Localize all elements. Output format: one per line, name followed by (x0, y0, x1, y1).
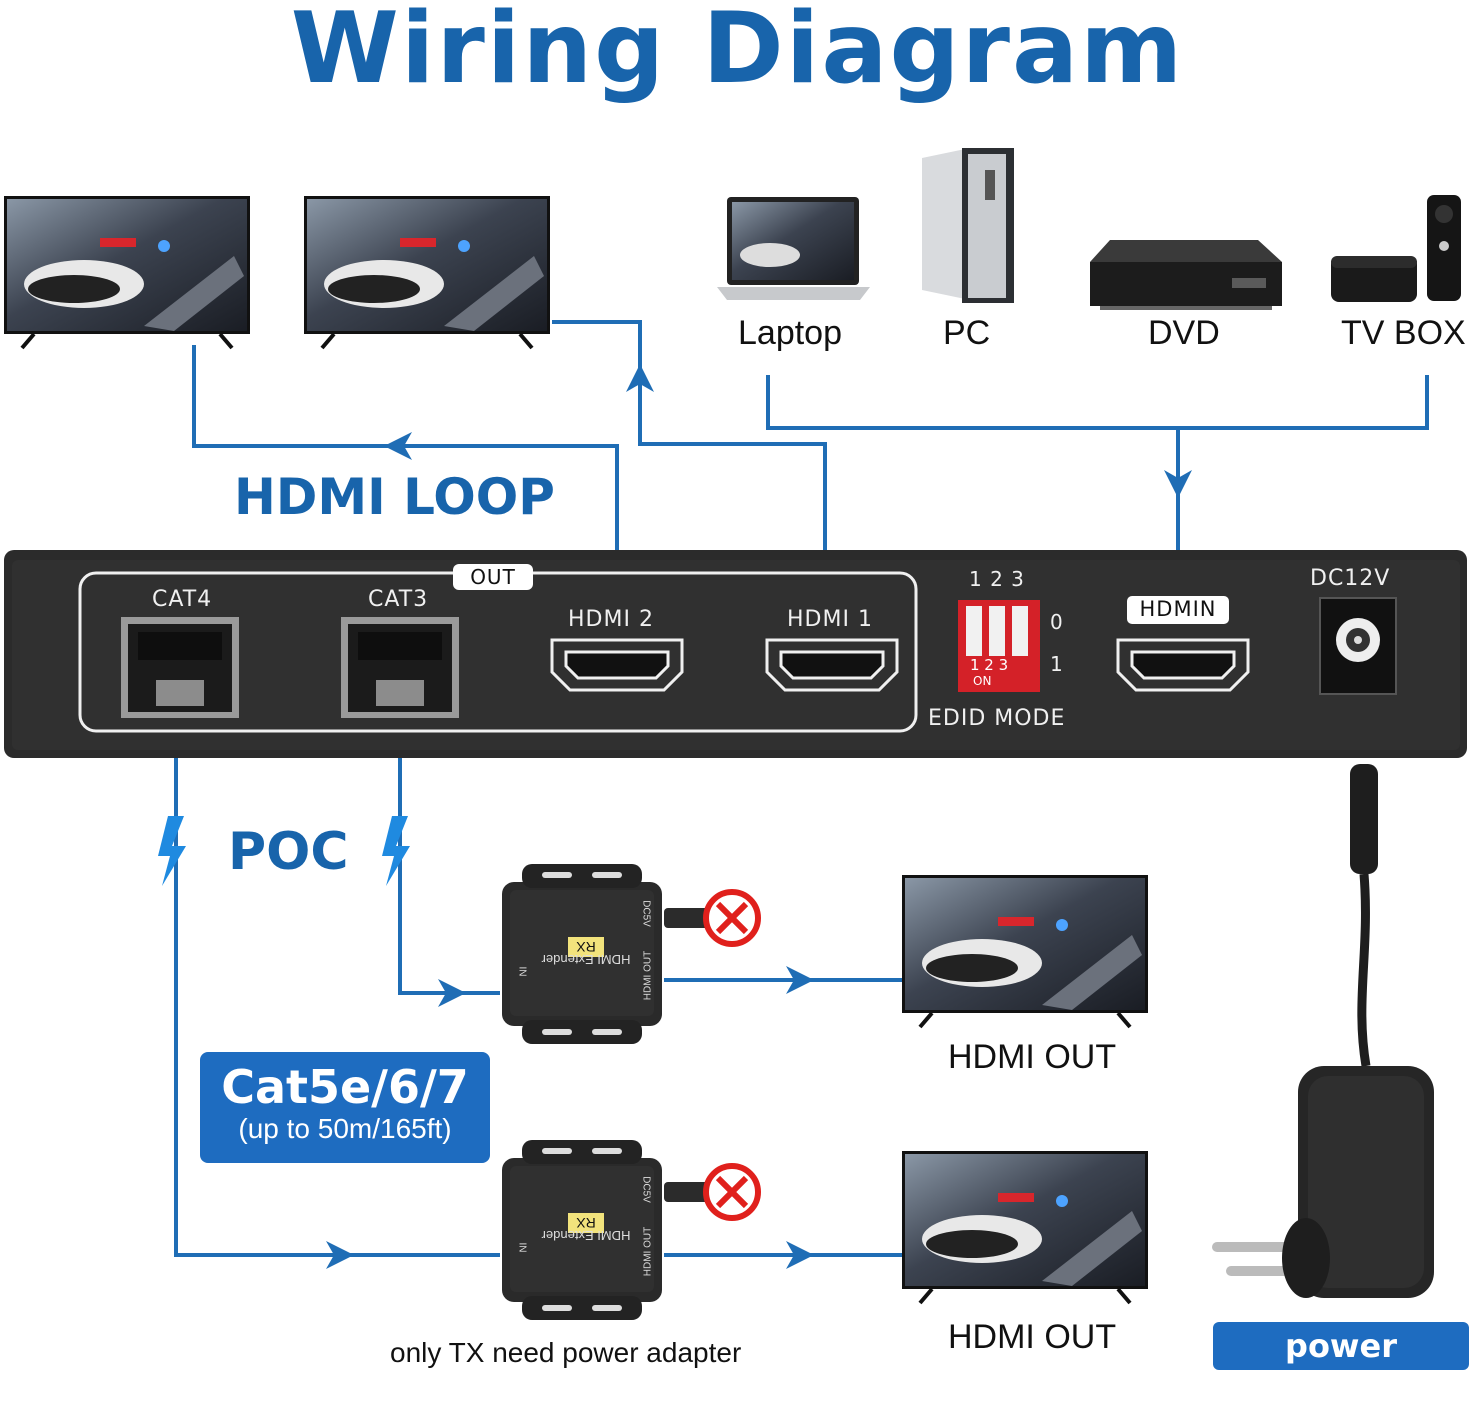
diagram-title: Wiring Diagram (290, 0, 1185, 106)
cable-type-label: Cat5e/6/7 (221, 1060, 469, 1114)
hdmi-in-label: HDMIN (1139, 597, 1217, 621)
cat3-label: CAT3 (368, 587, 429, 612)
dc12v-jack (1319, 597, 1397, 695)
poc-bolt-right (382, 816, 410, 886)
dip-state-1: 1 (1050, 652, 1064, 676)
source-laptop-label: Laptop (738, 314, 842, 352)
edid-mode-label: EDID MODE (928, 706, 1066, 731)
cat4-label: CAT4 (152, 587, 213, 612)
dvd-device (1090, 240, 1282, 310)
rx-name-1: HDMI Extender (541, 952, 631, 967)
power-note: only TX need power adapter (390, 1337, 742, 1368)
hdmi2-label: HDMI 2 (568, 607, 654, 632)
arrowheads (326, 364, 1192, 1269)
rx-name-2: HDMI Extender (541, 1228, 631, 1243)
dip-on-label: ON (973, 674, 992, 688)
hdmi-port-1 (765, 638, 899, 692)
poc-label: POC (228, 822, 349, 882)
wiring-lines (174, 320, 1429, 1257)
source-pc-label: PC (943, 314, 991, 352)
output-tv-2 (902, 1151, 1148, 1303)
source-dvd-label: DVD (1148, 314, 1220, 352)
rx-port-power-1: DC5V (640, 900, 652, 927)
dc5v-cable-1 (664, 892, 758, 944)
power-adapter-label: power adapter (1213, 1322, 1469, 1413)
power-adapter-image (1212, 764, 1434, 1298)
dip-numbers-label: 1 2 3 (969, 567, 1025, 591)
pc-device (922, 148, 1014, 303)
hdmi-out-label-2: HDMI OUT (948, 1318, 1117, 1356)
poc-bolt-left (158, 816, 186, 886)
edid-dip-switch (958, 600, 1040, 692)
output-tv-1 (902, 875, 1148, 1027)
hdmi-port-2 (550, 638, 684, 692)
dc12v-label: DC12V (1310, 566, 1391, 591)
rj45-port-cat3 (341, 617, 459, 718)
diagram-graphics (0, 148, 1467, 1320)
dip-on-numbers: 1 2 3 (970, 656, 1009, 674)
out-group-label: OUT (470, 565, 516, 589)
dc5v-cable-2 (664, 1166, 758, 1218)
hdmi-in-port (1116, 638, 1250, 692)
splitter-panel (4, 550, 1467, 758)
cable-range-label: (up to 50m/165ft) (238, 1113, 452, 1144)
rj45-port-cat4 (121, 617, 239, 718)
loop-tv-2 (304, 196, 550, 348)
source-tv-box-label: TV BOX (1341, 314, 1466, 352)
rx-port-in-2: IN (516, 1242, 528, 1253)
rx-port-out-2: HDMI OUT (642, 1226, 654, 1277)
loop-tv-1 (4, 196, 250, 348)
laptop-device (717, 197, 870, 300)
hdmi1-label: HDMI 1 (787, 607, 873, 632)
dip-state-0: 0 (1050, 610, 1064, 634)
cable-spec-box: Cat5e/6/7 (up to 50m/165ft) (200, 1052, 490, 1163)
rx-port-out-1: HDMI OUT (642, 950, 654, 1001)
hdmi-loop-label: HDMI LOOP (234, 468, 555, 526)
tv-box-device (1331, 195, 1461, 302)
hdmi-out-label-1: HDMI OUT (948, 1038, 1117, 1076)
rx-port-power-2: DC5V (640, 1176, 652, 1203)
rx-port-in-1: IN (516, 966, 528, 977)
